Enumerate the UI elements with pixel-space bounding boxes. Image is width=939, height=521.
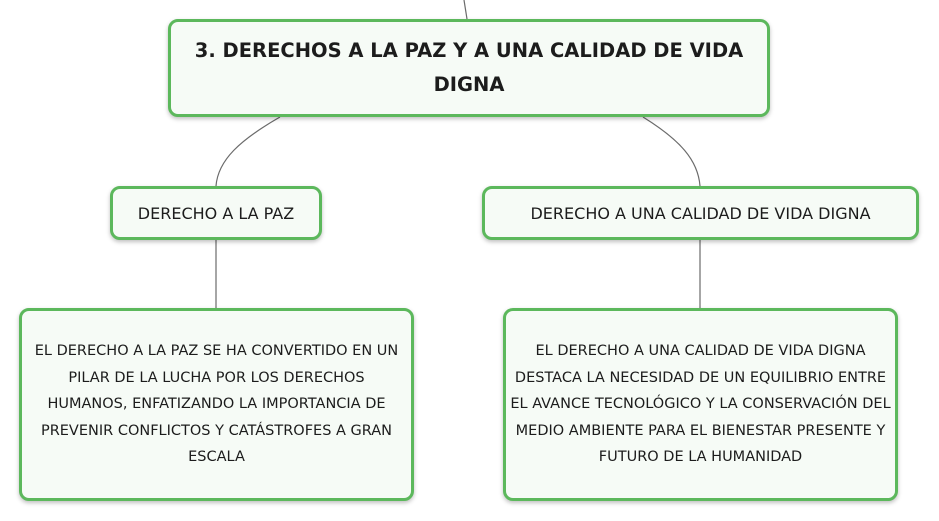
main-topic-node[interactable]: 3. DERECHOS A LA PAZ Y A UNA CALIDAD DE … [168,19,770,117]
subtopic-node-derecho-calidad-vida[interactable]: DERECHO A UNA CALIDAD DE VIDA DIGNA [482,186,919,240]
subtopic-label-derecho-calidad-vida: DERECHO A UNA CALIDAD DE VIDA DIGNA [530,203,871,223]
subtopic-label-derecho-a-la-paz: DERECHO A LA PAZ [137,203,295,223]
description-node-derecho-a-la-paz[interactable]: EL DERECHO A LA PAZ SE HA CONVERTIDO EN … [19,308,414,501]
connector-main-to-vida [642,116,701,187]
description-text-derecho-a-la-paz: EL DERECHO A LA PAZ SE HA CONVERTIDO EN … [34,343,399,466]
description-text-derecho-calidad-vida: EL DERECHO A UNA CALIDAD DE VIDA DIGNA D… [510,343,891,466]
connector-from-parent [463,0,468,20]
connector-main-to-paz [215,116,281,187]
description-node-derecho-calidad-vida[interactable]: EL DERECHO A UNA CALIDAD DE VIDA DIGNA D… [503,308,898,501]
subtopic-node-derecho-a-la-paz[interactable]: DERECHO A LA PAZ [110,186,322,240]
main-topic-label: 3. DERECHOS A LA PAZ Y A UNA CALIDAD DE … [194,39,744,96]
